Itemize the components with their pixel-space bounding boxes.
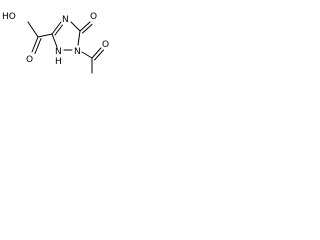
bond-cooh-o [31, 36, 39, 53]
ring-nitrogen-1-label: N [74, 47, 81, 57]
bond-cooh-oh [27, 21, 39, 38]
bond-c3-n4-double [54, 24, 63, 36]
bond-c5-n1 [77, 30, 81, 46]
acid-oxygen-label: O [26, 55, 33, 65]
bond-c5-o-double [82, 24, 93, 34]
ring-nitrogen-4-label: N [62, 15, 69, 25]
bond-n2-c3 [51, 33, 58, 48]
hydroxyl-label: HO [2, 12, 16, 22]
ring-oxygen-label: O [90, 12, 97, 22]
bond-c3-cooh [37, 33, 53, 38]
nh-nitrogen-label: N [55, 47, 62, 57]
bond-acetyl-o [91, 47, 102, 59]
bond-n1-acetyl [81, 51, 93, 59]
bond-acetyl-o-double [94, 49, 104, 61]
nh-hydrogen-label: H [55, 57, 62, 67]
chemical-structure: HO O N O N H N O [2, 12, 109, 74]
bond-c3-n4 [51, 21, 62, 35]
bond-n4-c5 [70, 21, 81, 32]
bond-cooh-o-double [34, 38, 42, 54]
bond-c5-o [79, 21, 91, 32]
acetyl-oxygen-label: O [102, 40, 109, 50]
